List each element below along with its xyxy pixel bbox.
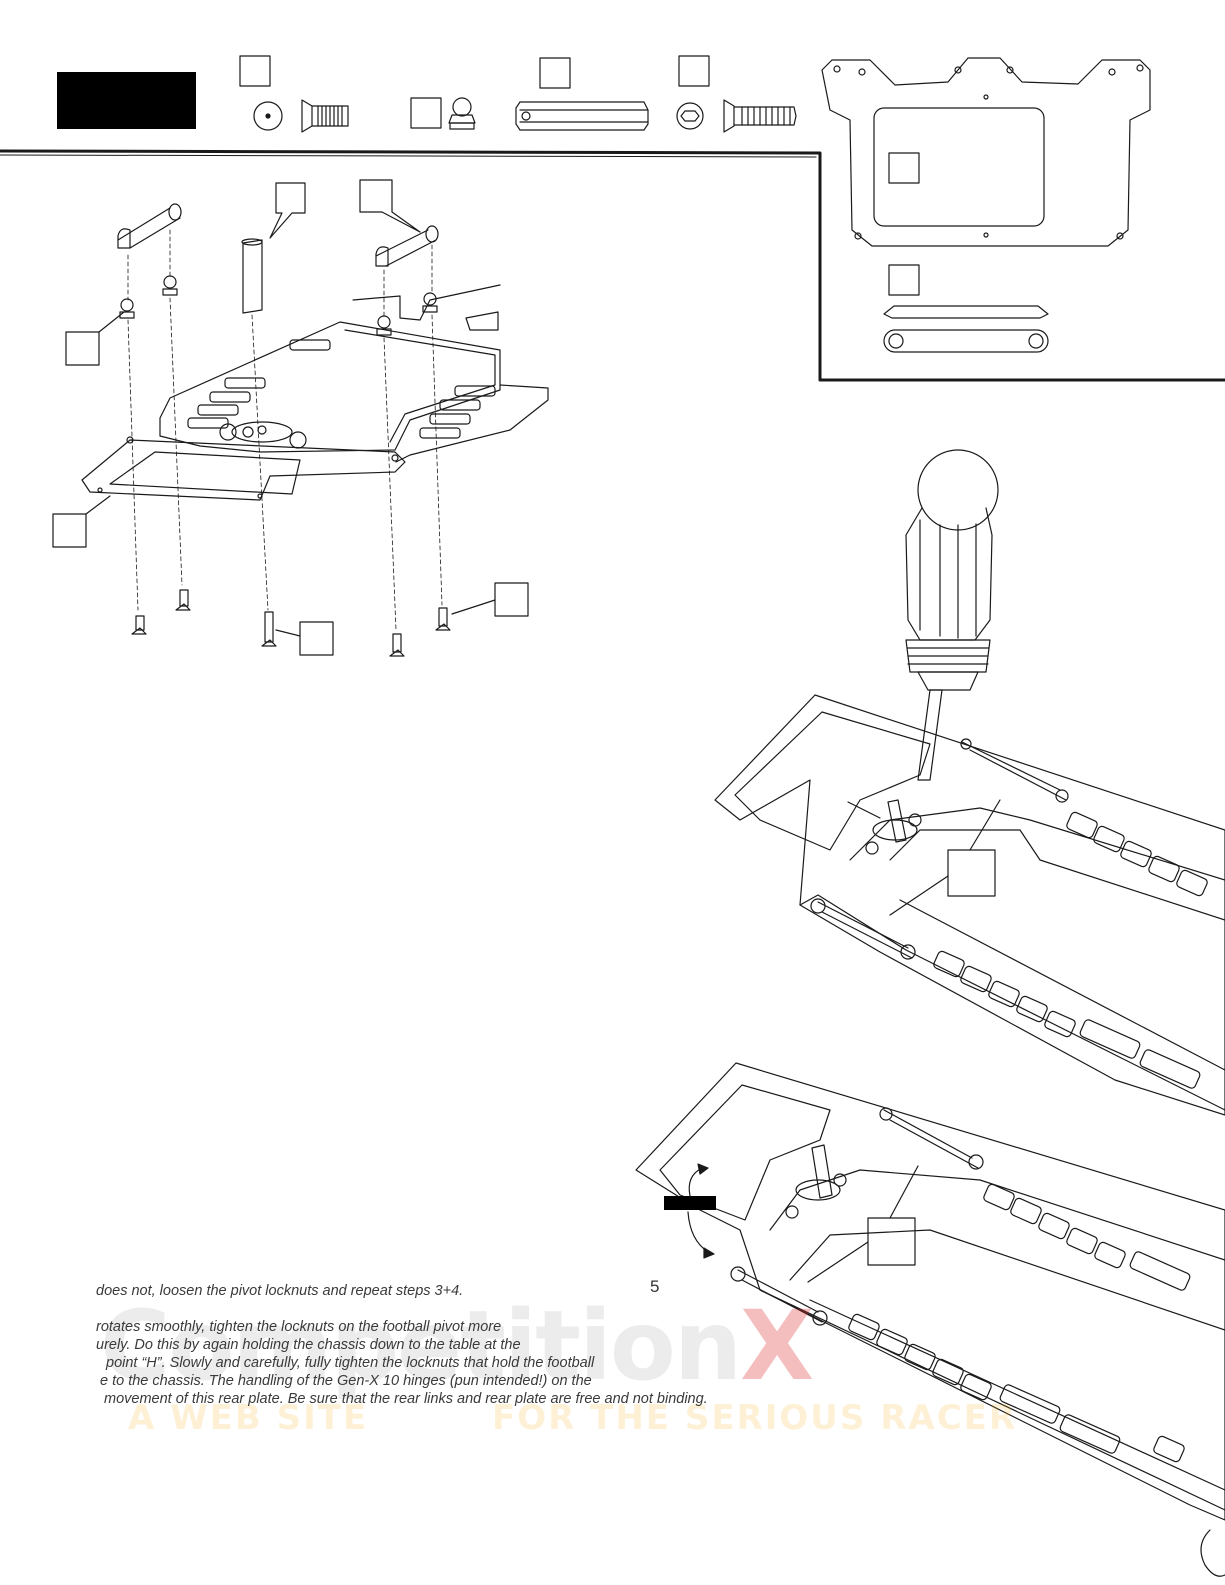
rotation-view — [635, 1062, 1225, 1577]
part-key-box — [678, 55, 710, 87]
instruction-line: does not, loosen the pivot locknuts and … — [96, 1283, 464, 1299]
washer-part — [253, 101, 283, 131]
parts-panel-border — [0, 149, 1225, 382]
rear-link-part — [883, 305, 1049, 353]
part-key-box — [888, 152, 920, 184]
rotation-label-box — [664, 1196, 716, 1210]
step-label-box — [57, 72, 196, 129]
part-key-box — [888, 264, 920, 296]
rear-plate-part — [821, 57, 1151, 247]
watermark-tagline-left: A WEB SITE — [128, 1398, 369, 1438]
part-key-box — [239, 55, 271, 87]
part-key-box — [410, 97, 442, 129]
instruction-line: movement of this rear plate. Be sure tha… — [104, 1391, 708, 1407]
ball-stud-part — [448, 97, 476, 130]
instruction-line: point “H”. Slowly and carefully, fully t… — [106, 1355, 595, 1371]
instruction-text: does not, loosen the pivot locknuts and … — [96, 1282, 796, 1408]
watermark-tagline-right: FOR THE SERIOUS RACER — [492, 1398, 1018, 1438]
flat-head-screw-part — [301, 99, 349, 133]
watermark-main-text: Competition — [100, 1290, 742, 1402]
instruction-line: rotates smoothly, tighten the locknuts o… — [96, 1319, 502, 1335]
exploded-view — [52, 179, 549, 657]
part-key-box — [539, 57, 571, 89]
page-number: 5 — [650, 1277, 660, 1296]
standoff-part — [515, 101, 649, 131]
screwdriver-view — [714, 449, 1225, 1116]
watermark-logo: CompetitionX — [100, 1290, 814, 1402]
cap-screw-part — [676, 99, 797, 133]
instruction-line: urely. Do this by again holding the chas… — [96, 1337, 521, 1353]
instruction-line: e to the chassis. The handling of the Ge… — [100, 1373, 592, 1389]
watermark-accent-text: X — [740, 1290, 814, 1402]
